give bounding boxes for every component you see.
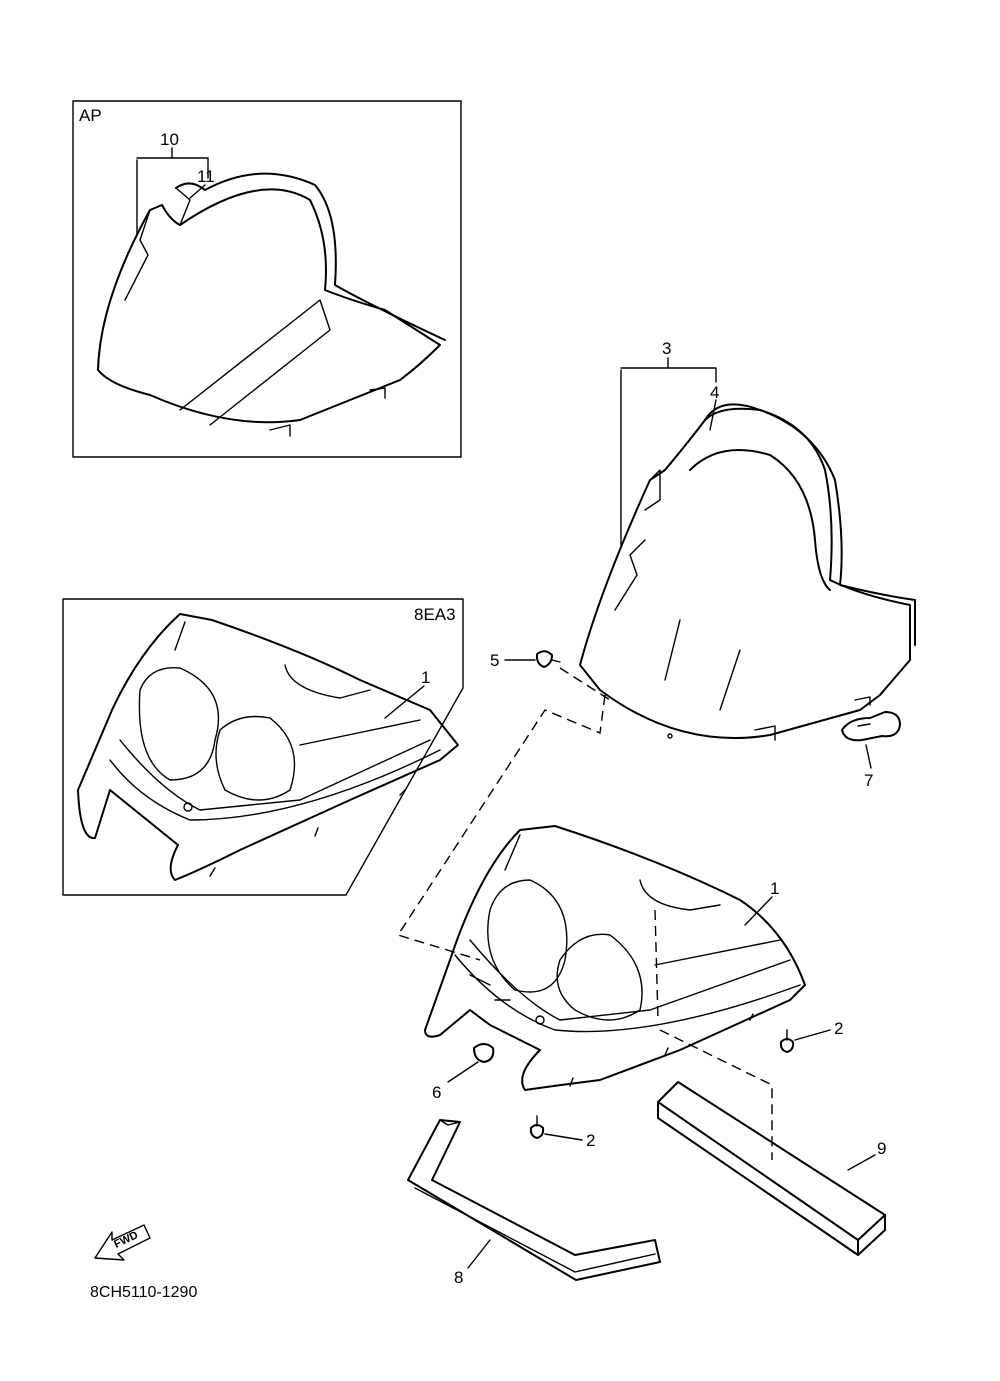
callout-2-bottom-leader <box>544 1133 583 1141</box>
8ea3-inset: 8EA3 1 <box>62 598 464 896</box>
screw-2-bottom <box>529 1115 545 1139</box>
main-windshield <box>579 403 916 741</box>
callout-9: 9 <box>877 1139 886 1158</box>
callout-1-inset-leader <box>384 685 425 719</box>
callout-5: 5 <box>490 651 499 670</box>
callout-11: 11 <box>197 167 215 186</box>
8ea3-inset-frame <box>62 598 464 896</box>
callout-8-leader <box>467 1239 491 1269</box>
assembly-line-b <box>654 909 659 1021</box>
ap-inset-frame <box>72 100 462 458</box>
callout-11-leader <box>189 184 206 199</box>
ap-inset-tag: AP <box>79 106 102 125</box>
fastener-7 <box>841 711 901 742</box>
screw-2-right <box>779 1029 795 1053</box>
plug-6 <box>473 1043 495 1063</box>
callout-10-bracket-top <box>136 157 209 179</box>
foam-block-9 <box>657 1081 886 1256</box>
assembly-line-c <box>659 1029 773 1160</box>
fwd-label: FWD <box>112 1229 140 1250</box>
8ea3-inset-tag: 8EA3 <box>414 605 456 624</box>
callout-4: 4 <box>710 383 719 402</box>
ap-windshield <box>97 172 446 437</box>
callout-1-inset: 1 <box>421 668 430 687</box>
callout-6-leader <box>447 1061 479 1083</box>
callout-2-right: 2 <box>834 1019 843 1038</box>
callout-7-leader <box>865 744 872 769</box>
screw-5 <box>535 650 561 668</box>
callout-2-bottom: 2 <box>586 1131 595 1150</box>
callout-6: 6 <box>432 1083 441 1102</box>
callout-3-bracket-top <box>620 367 717 383</box>
callout-10: 10 <box>160 130 179 149</box>
callout-1-main-leader <box>744 896 773 926</box>
callout-3: 3 <box>662 339 671 358</box>
callout-1-main: 1 <box>770 879 779 898</box>
callout-4-leader <box>709 399 717 431</box>
main-cowling <box>424 825 806 1091</box>
assembly-line-a <box>396 694 606 961</box>
callout-9-leader <box>847 1154 876 1171</box>
callout-7: 7 <box>864 771 873 790</box>
8ea3-cowling <box>77 613 459 881</box>
drawing-code: 8CH5110-1290 <box>90 1284 197 1301</box>
trim-8 <box>407 1119 661 1281</box>
forward-arrow-icon: FWD <box>94 1224 151 1261</box>
ap-inset: AP 10 11 <box>72 100 462 458</box>
callout-8: 8 <box>454 1268 463 1287</box>
callout-2-right-leader <box>794 1029 831 1041</box>
